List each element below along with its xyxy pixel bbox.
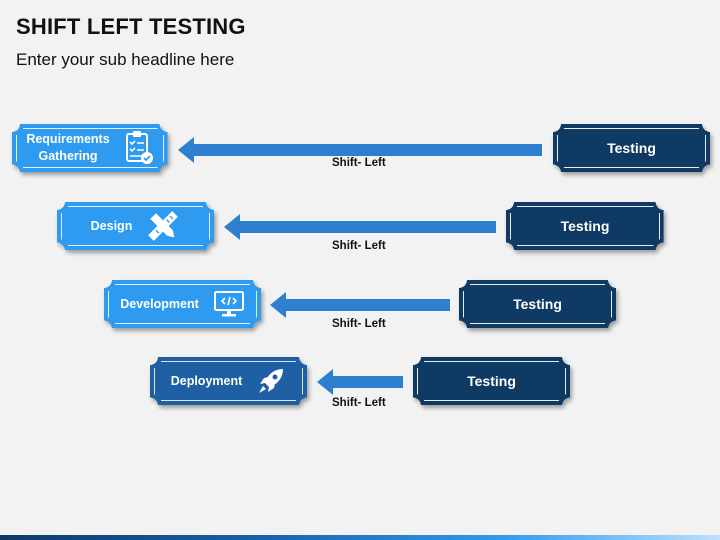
shift-left-arrow — [224, 210, 496, 244]
shift-left-label: Shift- Left — [332, 318, 386, 330]
shift-left-label: Shift- Left — [332, 397, 386, 409]
stage-label: Development — [120, 296, 199, 311]
shift-left-arrow — [317, 365, 403, 399]
stage-label: Design — [90, 218, 133, 233]
page-subtitle: Enter your sub headline here — [16, 50, 235, 69]
testing-label: Testing — [513, 295, 562, 312]
shift-left-arrow — [270, 288, 450, 322]
stage-label: Deployment — [170, 373, 243, 388]
testing-label: Testing — [467, 372, 516, 389]
monitor-code-icon — [213, 290, 245, 318]
stage-label: Requirements — [26, 132, 110, 147]
ruler-pencil-icon — [146, 209, 180, 243]
footer-bar — [0, 535, 720, 540]
testing-label: Testing — [607, 139, 656, 156]
testing-label: Testing — [560, 217, 610, 234]
shift-left-arrow — [178, 133, 542, 167]
page-title: SHIFT LEFT TESTING — [16, 14, 246, 39]
rocket-icon — [256, 366, 286, 396]
shift-left-label: Shift- Left — [332, 240, 386, 252]
stage-label: Gathering — [38, 149, 98, 163]
clipboard-check-icon — [124, 130, 154, 166]
shift-left-label: Shift- Left — [332, 157, 386, 169]
